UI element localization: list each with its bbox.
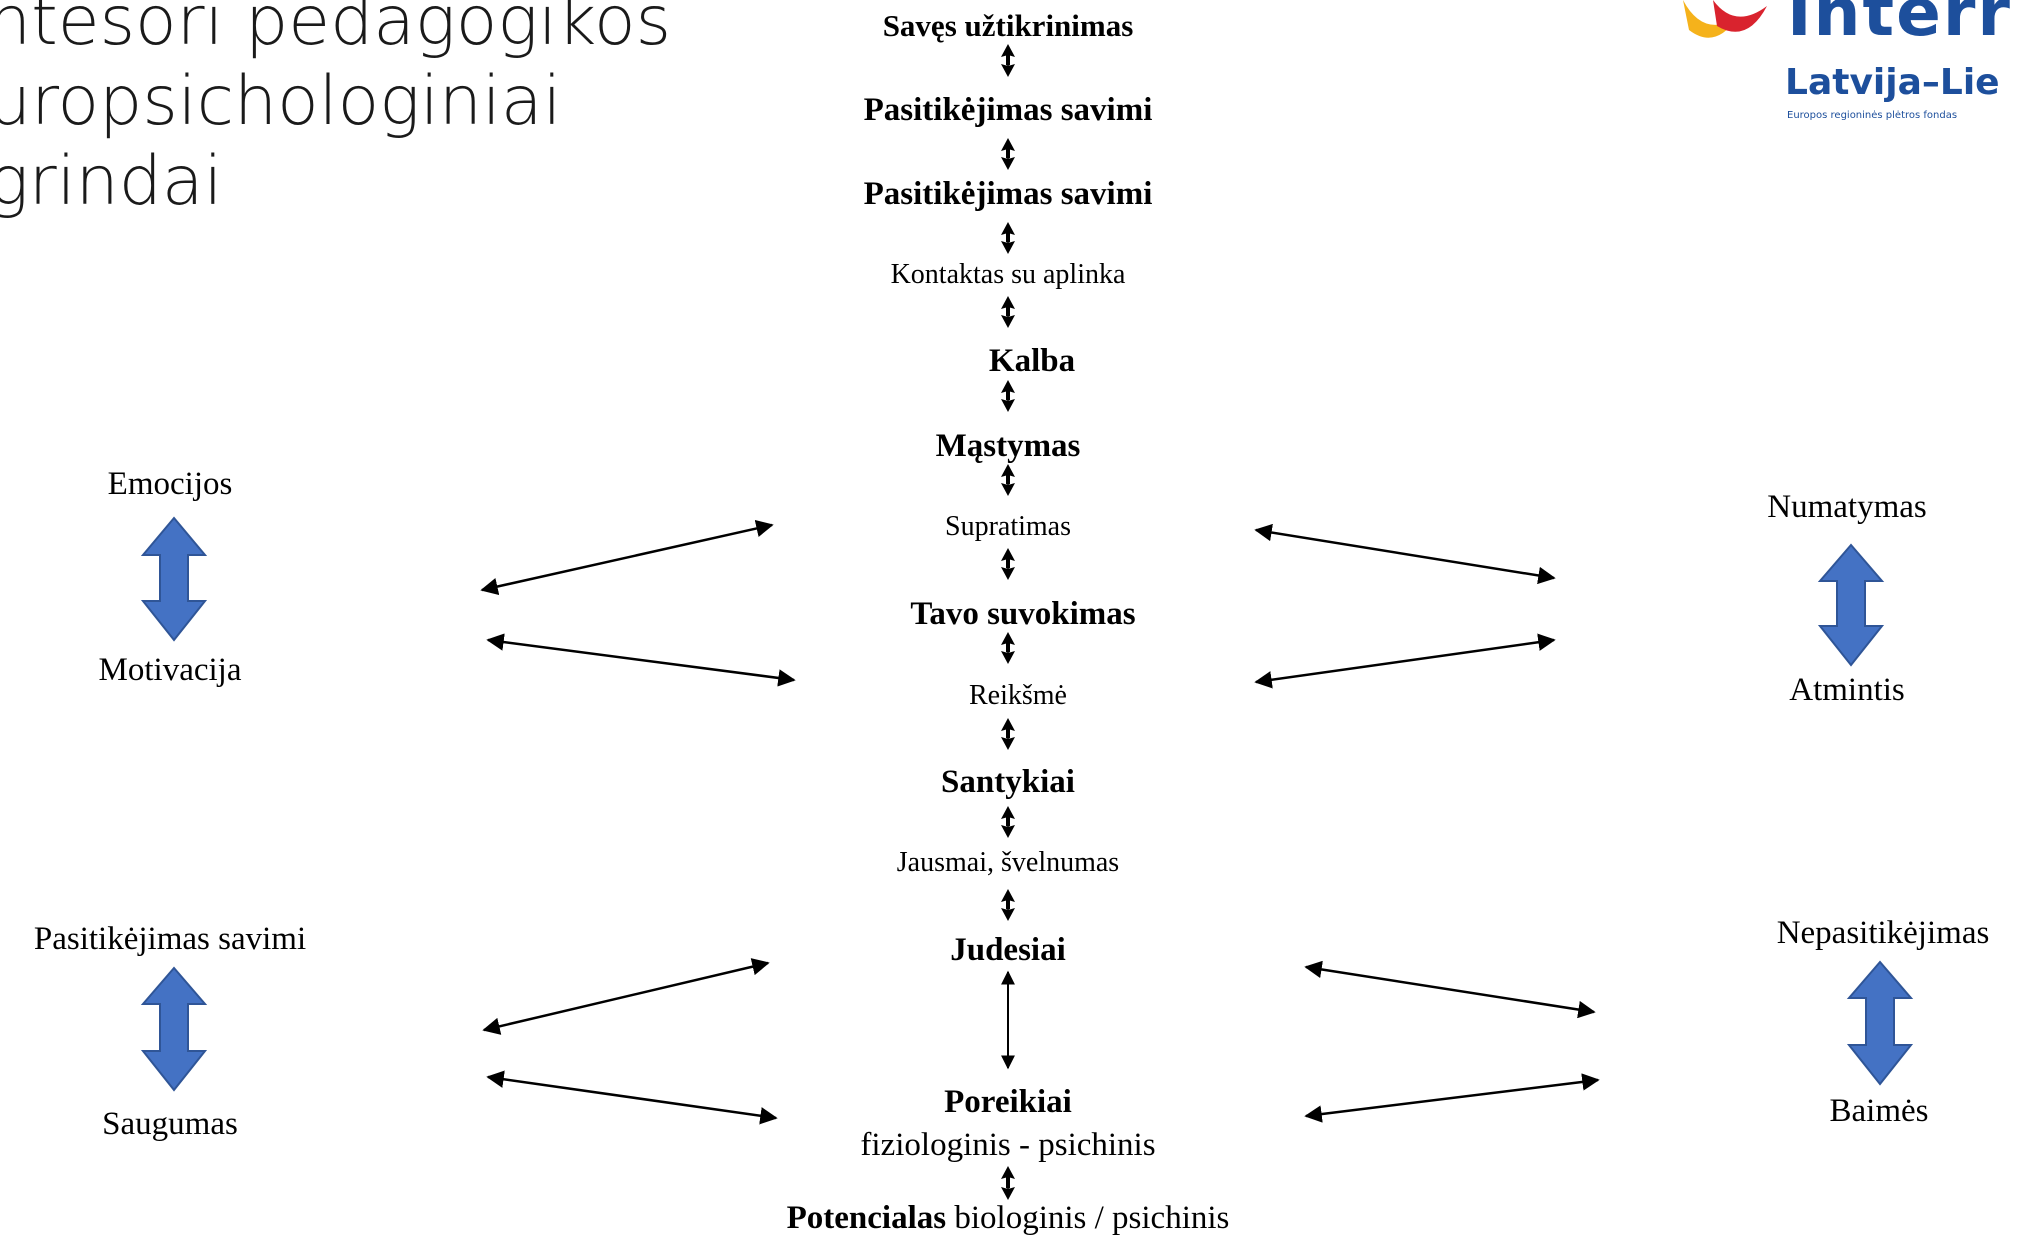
logo-word: Interr [1787,0,2012,51]
left-bottom-block-arrow-icon [140,966,208,1092]
right-memory: Atmintis [1789,672,1905,708]
title-line-3: grindai [0,142,223,221]
node-potential-rest: biologinis / psichinis [946,1200,1230,1236]
left-arrow-1 [480,519,774,596]
left-arrow-3 [482,958,770,1035]
left-self-confidence: Pasitikėjimas savimi [33,921,307,957]
left-arrow-2 [486,633,796,687]
right-arrow-2 [1254,633,1556,689]
node-meaning: Reikšmė [969,680,1067,711]
title-line-1: ntesori pedagogikos [0,0,672,61]
node-thinking: Mąstymas [935,428,1081,464]
left-top-block-arrow-icon [140,516,208,642]
node-speech: Kalba [988,343,1076,379]
right-anticipation: Numatymas [1767,489,1927,525]
logo-subtitle: Latvija–Lie [1785,62,2000,103]
node-self-confidence-1: Pasitikėjimas savimi [863,92,1153,128]
node-relations: Santykiai [941,764,1075,800]
right-distrust: Nepasitikėjimas [1776,915,1990,951]
node-potential: Potencialas biologinis / psichinis [787,1202,1230,1235]
left-security: Saugumas [102,1106,238,1142]
left-motivation: Motivacija [98,652,242,688]
right-top-block-arrow-icon [1817,543,1885,667]
node-self-confidence-2: Pasitikėjimas savimi [863,176,1153,212]
node-contact: Kontaktas su aplinka [890,259,1126,290]
node-your-perception: Tavo suvokimas [910,596,1136,632]
node-needs: Poreikiai [944,1084,1072,1120]
right-arrow-3 [1304,960,1596,1019]
logo-fund-text: Europos regioninės plėtros fondas [1787,110,1958,121]
title-line-2: uropsichologiniai [0,62,562,141]
left-emotions: Emocijos [107,466,233,502]
node-understanding: Supratimas [945,511,1071,542]
node-potential-bold: Potencialas [786,1200,947,1236]
left-arrow-4 [486,1070,778,1125]
interreg-logo: Interr Latvija–Lie Europos regioninės pl… [1675,0,2017,128]
node-movements: Judesiai [950,932,1066,968]
right-bottom-block-arrow-icon [1846,960,1914,1086]
right-arrow-1 [1254,523,1556,585]
right-fears: Baimės [1829,1093,1929,1129]
right-arrow-4 [1304,1073,1600,1123]
vertical-link-icons [1001,44,1015,1200]
node-self-assurance: Savęs užtikrinimas [882,8,1134,43]
node-feelings: Jausmai, švelnumas [896,847,1120,878]
logo-emblem-icon [1683,0,1767,38]
node-needs-sub: fiziologinis - psichinis [860,1127,1156,1163]
